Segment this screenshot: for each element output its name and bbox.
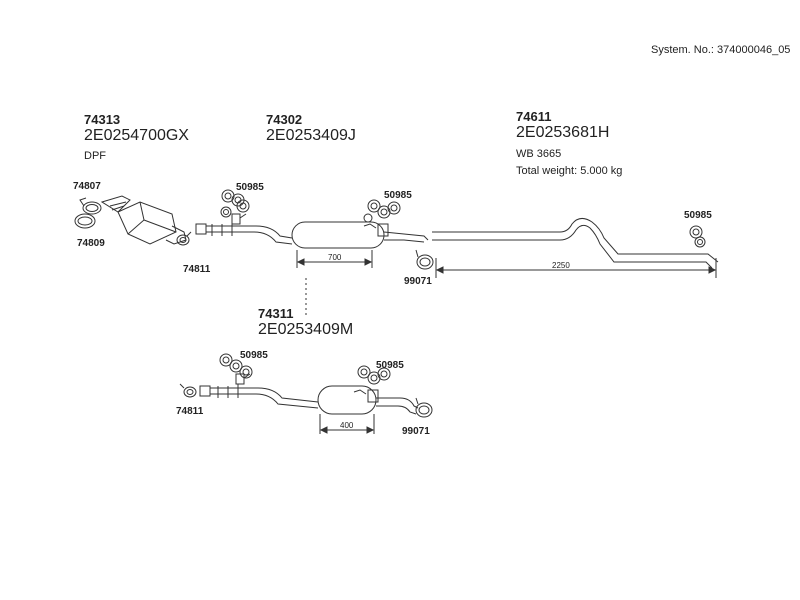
part-label-50985-e: 50985 [376, 360, 404, 371]
clamp-74807 [79, 197, 102, 215]
group-total-weight: Total weight: 5.000 kg [516, 165, 623, 177]
system-number: System. No.: 374000046_05 [651, 44, 791, 56]
dimension-label-700: 700 [328, 253, 342, 262]
group-note-dpf: DPF [84, 150, 106, 162]
group-code-74313: 2E0254700GX [84, 127, 189, 144]
part-label-74811-top: 74811 [183, 264, 211, 275]
hangers-50985-c [363, 199, 401, 223]
dimension-2250-line [435, 258, 717, 278]
clamp-74811-bottom [179, 383, 197, 398]
group-code-74311: 2E0253409M [258, 321, 354, 338]
hangers-50985-d [219, 353, 253, 379]
group-number-74311: 74311 [258, 306, 294, 321]
hangers-50985-b [220, 199, 250, 218]
dimension-label-2250: 2250 [552, 261, 570, 270]
middle-pipe-74311 [199, 373, 419, 415]
dimension-400-line [319, 414, 375, 434]
gasket-74809 [74, 213, 96, 229]
group-number-74313: 74313 [84, 112, 121, 127]
group-number-74611: 74611 [516, 109, 552, 124]
dimension-700-line [296, 250, 373, 268]
part-label-74811-bottom: 74811 [176, 406, 204, 417]
middle-pipe-74302 [195, 213, 429, 249]
hanger-50985-rear [689, 225, 706, 248]
group-code-74302: 2E0253409J [266, 127, 356, 144]
clamp-74811-top [176, 231, 192, 246]
part-label-74807: 74807 [73, 181, 101, 192]
tail-pipe-74611 [432, 218, 719, 269]
part-label-50985-d: 50985 [240, 350, 268, 361]
part-label-74809: 74809 [77, 238, 105, 249]
group-code-74611: 2E0253681H [516, 124, 610, 141]
hangers-50985-e [357, 365, 391, 385]
clamp-99071-bottom [415, 397, 433, 418]
part-label-99071-top: 99071 [404, 276, 432, 287]
part-label-99071-bottom: 99071 [402, 426, 430, 437]
clamp-99071-top [415, 249, 434, 270]
part-label-50985-b: 50985 [384, 190, 412, 201]
part-label-50985-a: 50985 [236, 182, 264, 193]
part-label-50985-c: 50985 [684, 210, 712, 221]
group-wheelbase: WB 3665 [516, 148, 562, 160]
dimension-label-400: 400 [340, 421, 354, 430]
dpf-filter-74313 [100, 195, 187, 245]
group-number-74302: 74302 [266, 112, 303, 127]
